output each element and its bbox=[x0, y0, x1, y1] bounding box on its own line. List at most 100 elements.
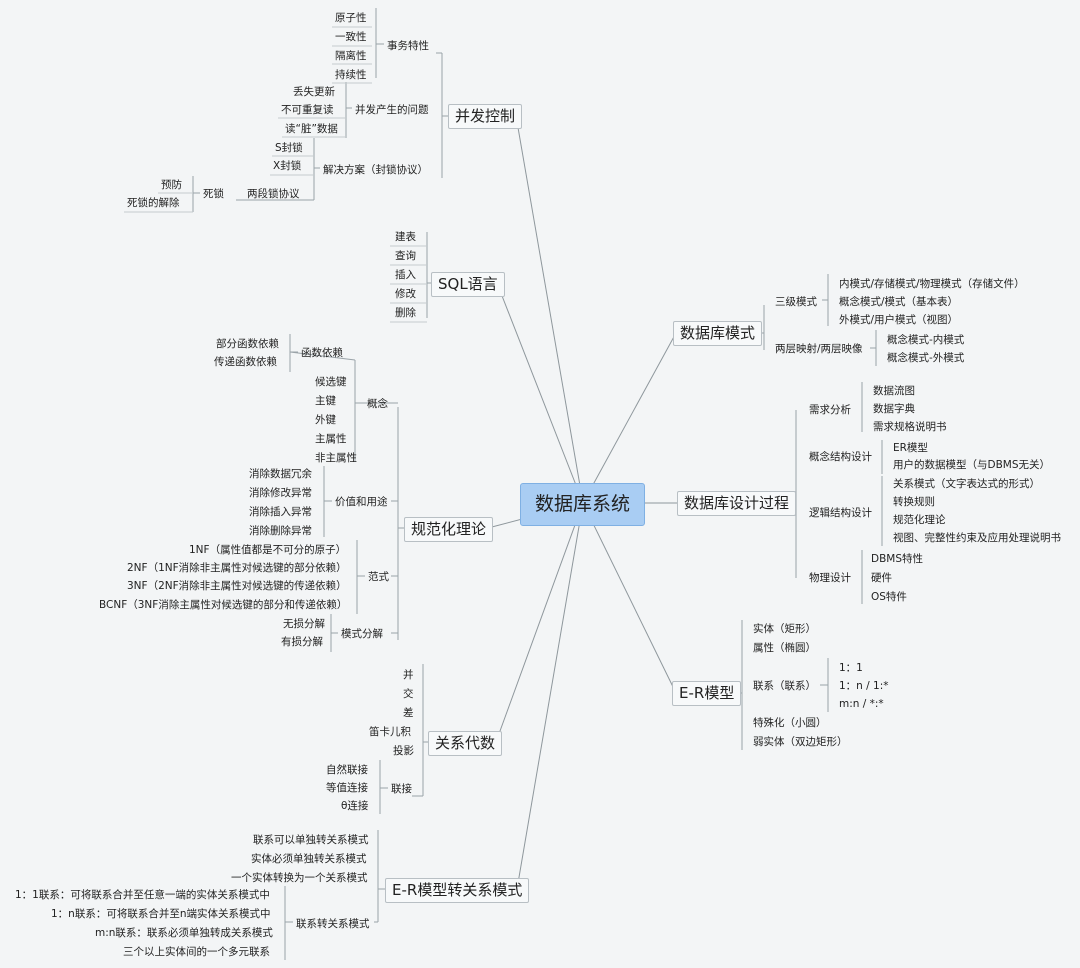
er-specialization[interactable]: 特殊化（小圆） bbox=[753, 717, 827, 729]
topic-db-design-process[interactable]: 数据库设计过程 bbox=[677, 491, 797, 516]
value-item[interactable]: 消除数据冗余 bbox=[249, 468, 312, 480]
normal-form-item[interactable]: 2NF（1NF消除非主属性对候选键的部分依赖） bbox=[127, 562, 347, 574]
normal-forms-label[interactable]: 范式 bbox=[368, 571, 389, 583]
er-relationship-item[interactable]: 1：1 bbox=[839, 662, 863, 674]
problem-item[interactable]: 读“脏”数据 bbox=[285, 123, 338, 135]
er-attribute[interactable]: 属性（椭圆） bbox=[753, 642, 816, 654]
topic-database-schema[interactable]: 数据库模式 bbox=[673, 321, 763, 346]
mapping-label[interactable]: 两层映射/两层映像 bbox=[775, 343, 863, 355]
acid-item[interactable]: 持续性 bbox=[335, 69, 367, 81]
normal-form-item[interactable]: 1NF（属性值都是不可分的原子） bbox=[189, 544, 347, 556]
fd-item[interactable]: 部分函数依赖 bbox=[216, 338, 279, 350]
sql-item[interactable]: 建表 bbox=[395, 231, 416, 243]
join-item[interactable]: 等值连接 bbox=[326, 782, 368, 794]
decomposition-item[interactable]: 无损分解 bbox=[283, 618, 325, 630]
requirements-analysis-label[interactable]: 需求分析 bbox=[809, 404, 851, 416]
join-label[interactable]: 联接 bbox=[391, 783, 412, 795]
fd-label[interactable]: 函数依赖 bbox=[301, 347, 343, 359]
value-item[interactable]: 消除修改异常 bbox=[249, 487, 312, 499]
sql-item[interactable]: 修改 bbox=[395, 288, 416, 300]
solution-item[interactable]: S封锁 bbox=[275, 142, 303, 154]
conceptual-item[interactable]: ER模型 bbox=[893, 442, 928, 454]
requirements-item[interactable]: 需求规格说明书 bbox=[873, 421, 947, 433]
problems-label[interactable]: 并发产生的问题 bbox=[355, 104, 429, 116]
join-item[interactable]: θ连接 bbox=[341, 800, 369, 812]
relationship-conversion-item[interactable]: m:n联系：联系必须单独转成关系模式 bbox=[95, 927, 273, 939]
topic-concurrency-control[interactable]: 并发控制 bbox=[448, 104, 523, 129]
physical-item[interactable]: DBMS特性 bbox=[871, 553, 924, 565]
center-topic[interactable]: 数据库系统 bbox=[520, 483, 646, 526]
algebra-op[interactable]: 差 bbox=[403, 707, 414, 719]
concept-item[interactable]: 候选键 bbox=[315, 376, 347, 388]
concepts-label[interactable]: 概念 bbox=[367, 398, 388, 410]
logical-item[interactable]: 转换规则 bbox=[893, 496, 935, 508]
logical-item[interactable]: 视图、完整性约束及应用处理说明书 bbox=[893, 532, 1061, 544]
algebra-op[interactable]: 并 bbox=[403, 669, 414, 681]
algebra-op[interactable]: 交 bbox=[403, 688, 414, 700]
decomposition-item[interactable]: 有损分解 bbox=[281, 636, 323, 648]
physical-design-label[interactable]: 物理设计 bbox=[809, 572, 851, 584]
er-entity[interactable]: 实体（矩形） bbox=[753, 623, 816, 635]
solution-label[interactable]: 解决方案（封锁协议） bbox=[323, 164, 428, 176]
concept-item[interactable]: 主键 bbox=[315, 395, 336, 407]
problem-item[interactable]: 丢失更新 bbox=[293, 86, 335, 98]
sql-item[interactable]: 查询 bbox=[395, 250, 416, 262]
algebra-op[interactable]: 投影 bbox=[393, 745, 414, 757]
problem-item[interactable]: 不可重复读 bbox=[281, 104, 334, 116]
er2rel-rule[interactable]: 一个实体转换为一个关系模式 bbox=[231, 872, 368, 884]
physical-item[interactable]: 硬件 bbox=[871, 572, 892, 584]
er-relationship-label[interactable]: 联系（联系） bbox=[753, 680, 816, 692]
two-phase-lock-label[interactable]: 两段锁协议 bbox=[247, 188, 300, 200]
acid-item[interactable]: 隔离性 bbox=[335, 50, 367, 62]
topic-er-to-relational[interactable]: E-R模型转关系模式 bbox=[385, 878, 530, 903]
acid-item[interactable]: 一致性 bbox=[335, 31, 367, 43]
concept-item[interactable]: 主属性 bbox=[315, 433, 347, 445]
three-level-schema-label[interactable]: 三级模式 bbox=[775, 296, 817, 308]
concept-item[interactable]: 非主属性 bbox=[315, 452, 357, 464]
logical-design-label[interactable]: 逻辑结构设计 bbox=[809, 507, 872, 519]
deadlock-item[interactable]: 预防 bbox=[161, 179, 182, 191]
mapping-item[interactable]: 概念模式-内模式 bbox=[887, 334, 965, 346]
logical-item[interactable]: 关系模式（文字表达式的形式） bbox=[893, 478, 1040, 490]
value-item[interactable]: 消除插入异常 bbox=[249, 506, 312, 518]
er2rel-rule[interactable]: 实体必须单独转关系模式 bbox=[251, 853, 367, 865]
er2rel-rule[interactable]: 联系可以单独转关系模式 bbox=[253, 834, 369, 846]
relationship-conversion-item[interactable]: 三个以上实体间的一个多元联系 bbox=[123, 946, 270, 958]
acid-label[interactable]: 事务特性 bbox=[387, 40, 429, 52]
sql-item[interactable]: 删除 bbox=[395, 307, 416, 319]
relationship-conversion-label[interactable]: 联系转关系模式 bbox=[296, 918, 370, 930]
fd-item[interactable]: 传递函数依赖 bbox=[214, 356, 277, 368]
mapping-item[interactable]: 概念模式-外模式 bbox=[887, 352, 965, 364]
three-level-item[interactable]: 外模式/用户模式（视图） bbox=[839, 314, 959, 326]
deadlock-item[interactable]: 死锁的解除 bbox=[127, 197, 180, 209]
normal-form-item[interactable]: BCNF（3NF消除主属性对候选键的部分和传递依赖） bbox=[99, 599, 348, 611]
topic-relational-algebra[interactable]: 关系代数 bbox=[428, 731, 503, 756]
conceptual-item[interactable]: 用户的数据模型（与DBMS无关） bbox=[893, 459, 1051, 471]
relationship-conversion-item[interactable]: 1：1联系：可将联系合并至任意一端的实体关系模式中 bbox=[15, 889, 270, 901]
relationship-conversion-item[interactable]: 1：n联系：可将联系合并至n端实体关系模式中 bbox=[51, 908, 271, 920]
three-level-item[interactable]: 概念模式/模式（基本表） bbox=[839, 296, 959, 308]
value-label[interactable]: 价值和用途 bbox=[335, 496, 388, 508]
value-item[interactable]: 消除删除异常 bbox=[249, 525, 312, 537]
algebra-op[interactable]: 笛卡儿积 bbox=[369, 726, 411, 738]
er-relationship-item[interactable]: m:n / *:* bbox=[839, 698, 884, 710]
join-item[interactable]: 自然联接 bbox=[326, 764, 368, 776]
acid-item[interactable]: 原子性 bbox=[335, 12, 367, 24]
three-level-item[interactable]: 内模式/存储模式/物理模式（存储文件） bbox=[839, 278, 1025, 290]
logical-item[interactable]: 规范化理论 bbox=[893, 514, 946, 526]
er-weak-entity[interactable]: 弱实体（双边矩形） bbox=[753, 736, 848, 748]
normal-form-item[interactable]: 3NF（2NF消除非主属性对候选键的传递依赖） bbox=[127, 580, 347, 592]
requirements-item[interactable]: 数据字典 bbox=[873, 403, 915, 415]
concept-item[interactable]: 外键 bbox=[315, 414, 336, 426]
er-relationship-item[interactable]: 1：n / 1:* bbox=[839, 680, 889, 692]
solution-item[interactable]: X封锁 bbox=[273, 160, 302, 172]
sql-item[interactable]: 插入 bbox=[395, 269, 416, 281]
deadlock-label[interactable]: 死锁 bbox=[203, 188, 224, 200]
topic-normalization-theory[interactable]: 规范化理论 bbox=[404, 517, 494, 542]
decomposition-label[interactable]: 模式分解 bbox=[341, 628, 383, 640]
topic-sql-language[interactable]: SQL语言 bbox=[431, 272, 505, 297]
topic-er-model[interactable]: E-R模型 bbox=[672, 681, 742, 706]
requirements-item[interactable]: 数据流图 bbox=[873, 385, 915, 397]
conceptual-design-label[interactable]: 概念结构设计 bbox=[809, 451, 872, 463]
physical-item[interactable]: OS特件 bbox=[871, 591, 907, 603]
